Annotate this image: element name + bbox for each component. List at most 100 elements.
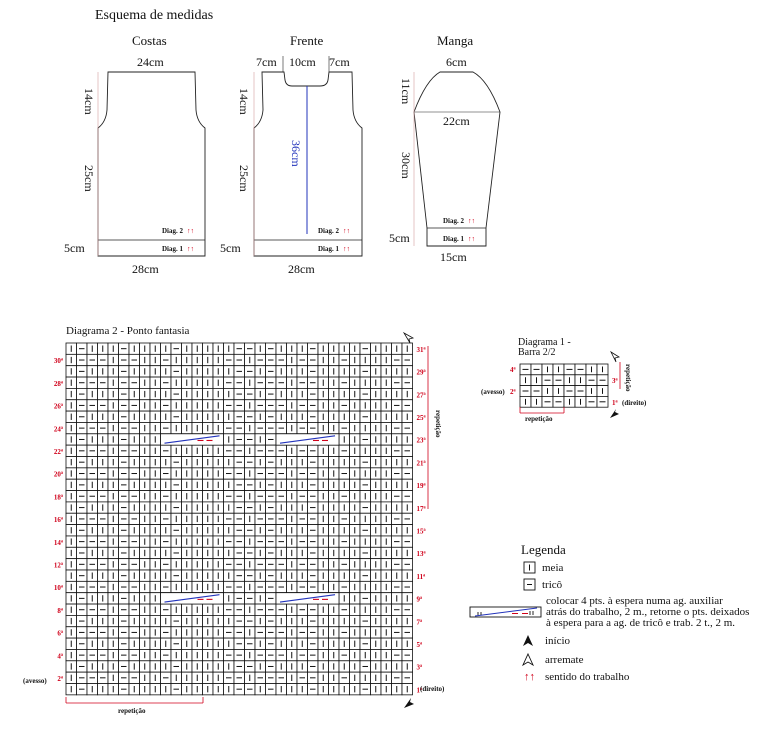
legend-arremate: arremate bbox=[545, 654, 584, 666]
legend-title: Legenda bbox=[521, 542, 566, 557]
manga-body-measure: 30cm bbox=[399, 152, 413, 179]
legend: Legenda meia tricô colocar 4 pts. à espe… bbox=[469, 542, 749, 683]
legend-cable-line3: à espera para a ag. de tricô e trab. 2 t… bbox=[546, 617, 735, 629]
row-number-right: 21ª bbox=[417, 459, 427, 467]
manga-rib-measure: 5cm bbox=[389, 231, 410, 245]
row-number-right: 7ª bbox=[417, 618, 424, 626]
diagram1-repeat-label: repetição bbox=[525, 415, 553, 423]
row-number-right: 1ª bbox=[417, 686, 424, 694]
costas-diag1-arrows: ↑↑ bbox=[187, 245, 194, 253]
costas-diag2: Diag. 2 bbox=[162, 227, 184, 235]
frente-diag1: Diag. 1 bbox=[318, 245, 340, 253]
legend-arrows-icon: ↑↑ bbox=[524, 671, 535, 683]
frente-outline bbox=[253, 71, 363, 257]
manga-width-measure: 22cm bbox=[443, 114, 470, 128]
costas-diag2-arrows: ↑↑ bbox=[187, 227, 194, 235]
frente-arm-measure: 14cm bbox=[237, 88, 251, 115]
manga-diag1-arrows: ↑↑ bbox=[468, 235, 475, 243]
row-number-right: 3ª bbox=[417, 664, 424, 672]
legend-sentido: sentido do trabalho bbox=[545, 671, 630, 683]
row-number-right: 9ª bbox=[417, 596, 424, 604]
row-number-left: 30ª bbox=[54, 357, 64, 365]
diagram1-arremate-icon bbox=[610, 350, 621, 363]
row-number-left: 8ª bbox=[57, 607, 64, 615]
manga-cap-measure: 11cm bbox=[399, 78, 413, 105]
legend-inicio: início bbox=[545, 635, 571, 647]
row-number-left: 16ª bbox=[54, 516, 64, 524]
manga-top-measure: 6cm bbox=[446, 55, 467, 69]
row-number-left: 10ª bbox=[54, 584, 64, 592]
row-number-left: 2ª bbox=[57, 675, 64, 683]
frente-diag1-arrows: ↑↑ bbox=[343, 245, 350, 253]
diagram1-inicio-icon bbox=[610, 409, 619, 418]
frente-rib-measure: 5cm bbox=[220, 241, 241, 255]
diagram2-grid bbox=[65, 342, 413, 696]
frente-center-measure: 36cm bbox=[289, 140, 303, 167]
costas-rib-measure: 5cm bbox=[64, 241, 85, 255]
manga-schematic: Manga 6cm 11cm 22cm 30cm 5cm 15cm Diag. … bbox=[389, 33, 501, 264]
manga-bottom-measure: 15cm bbox=[440, 250, 467, 264]
costas-top-measure: 24cm bbox=[137, 55, 164, 69]
row-number-left: 26ª bbox=[54, 403, 64, 411]
diagram1-avesso: (avesso) bbox=[481, 388, 505, 396]
costas-bottom-measure: 28cm bbox=[132, 262, 159, 276]
diagram2-direito: (direito) bbox=[420, 685, 445, 693]
diagram2-repeat-label: repetição bbox=[118, 707, 146, 715]
diagram2-repeat-side: repetição bbox=[434, 410, 442, 438]
row-number-right: 23ª bbox=[417, 437, 427, 445]
row-number-left: 22ª bbox=[54, 448, 64, 456]
diagram1-row3: 3ª bbox=[612, 377, 619, 385]
frente-label: Frente bbox=[290, 33, 323, 48]
manga-diag2-arrows: ↑↑ bbox=[468, 217, 475, 225]
row-number-left: 14ª bbox=[54, 539, 64, 547]
schema-title: Esquema de medidas bbox=[95, 8, 213, 23]
legend-trico: tricô bbox=[542, 579, 563, 591]
row-number-left: 20ª bbox=[54, 471, 64, 479]
costas-diag1: Diag. 1 bbox=[162, 245, 184, 253]
row-number-right: 5ª bbox=[417, 641, 424, 649]
diagram1-row4: 4ª bbox=[510, 366, 517, 374]
frente-bottom-measure: 28cm bbox=[288, 262, 315, 276]
row-number-right: 29ª bbox=[417, 369, 427, 377]
row-number-right: 31ª bbox=[417, 346, 427, 354]
manga-diag2: Diag. 2 bbox=[443, 217, 465, 225]
diagram2-avesso: (avesso) bbox=[23, 677, 47, 685]
row-number-left: 12ª bbox=[54, 562, 64, 570]
row-number-left: 24ª bbox=[54, 425, 64, 433]
row-number-right: 27ª bbox=[417, 391, 427, 399]
diagram1-title: Diagrama 1 - bbox=[518, 337, 571, 348]
row-number-left: 18ª bbox=[54, 493, 64, 501]
frente-schematic: Frente 7cm 10cm 7cm 36cm 14cm 25cm 5cm 2… bbox=[220, 33, 363, 276]
frente-diag2-arrows: ↑↑ bbox=[343, 227, 350, 235]
row-number-right: 25ª bbox=[417, 414, 427, 422]
diagram1-row1: 1ª bbox=[612, 399, 619, 407]
row-number-right: 15ª bbox=[417, 527, 427, 535]
manga-label: Manga bbox=[437, 33, 473, 48]
row-number-left: 4ª bbox=[57, 652, 64, 660]
diagram1-grid bbox=[519, 363, 609, 408]
costas-schematic: Costas 24cm 14cm 25cm 5cm 28cm Diag. 2 ↑… bbox=[64, 33, 206, 276]
frente-neck-measure: 10cm bbox=[289, 55, 316, 69]
arremate-marker-icon bbox=[402, 331, 415, 344]
diagram2-row-numbers: 31ª29ª27ª25ª23ª21ª19ª17ª15ª13ª11ª9ª7ª5ª3… bbox=[54, 346, 427, 694]
row-number-right: 17ª bbox=[417, 505, 427, 513]
diagram1-row2: 2ª bbox=[510, 388, 517, 396]
legend-meia: meia bbox=[542, 562, 563, 574]
frente-right-measure: 7cm bbox=[329, 55, 350, 69]
costas-arm-measure: 14cm bbox=[82, 88, 96, 115]
manga-diag1: Diag. 1 bbox=[443, 235, 465, 243]
costas-outline bbox=[97, 71, 206, 257]
diagram1-direito: (direito) bbox=[622, 399, 647, 407]
legend-cable-line2: atrás do trabalho, 2 m., retorne o pts. … bbox=[546, 606, 749, 618]
frente-left-measure: 7cm bbox=[256, 55, 277, 69]
costas-body-measure: 25cm bbox=[82, 165, 96, 192]
legend-cable-line1: colocar 4 pts. à espera numa ag. auxilia… bbox=[546, 595, 723, 607]
inicio-legend-icon bbox=[523, 635, 533, 646]
frente-body-measure: 25cm bbox=[237, 165, 251, 192]
diagram2-title: Diagrama 2 - Ponto fantasia bbox=[66, 325, 190, 337]
row-number-left: 28ª bbox=[54, 380, 64, 388]
diagram1-subtitle: Barra 2/2 bbox=[518, 347, 556, 358]
row-number-right: 19ª bbox=[417, 482, 427, 490]
manga-outline bbox=[413, 71, 501, 247]
